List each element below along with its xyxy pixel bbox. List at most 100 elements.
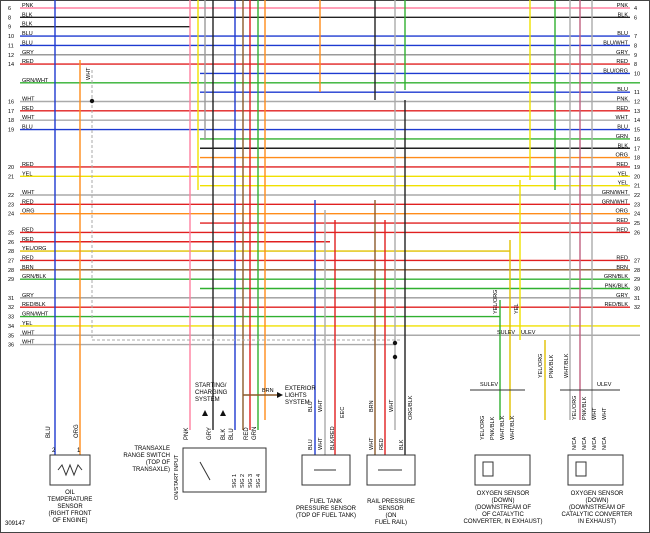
fuel-w5: WHT — [318, 399, 324, 412]
wire-number-left: 14 — [8, 62, 14, 68]
wire-number-right: 9 — [634, 53, 637, 59]
o2b-label-1: OXYGEN SENSOR — [571, 491, 624, 497]
wire-number-right: 4 — [634, 6, 637, 12]
wire-label-left: WHT — [22, 97, 35, 103]
trs-label-1: TRANSAXLE — [134, 446, 170, 452]
wire-number-right: 15 — [634, 128, 640, 134]
wire-label-right: PNK — [617, 3, 629, 9]
mid-yelorg: YEL/ORG — [493, 290, 499, 314]
wire-number-right: 18 — [634, 156, 640, 162]
wire-label-left: RED — [22, 237, 34, 243]
wire-number-left: 6 — [8, 6, 11, 12]
wire-label-right: BLU — [617, 125, 628, 131]
wire-label-right: GRN/WHT — [602, 199, 629, 205]
wire-label-left: PNK — [22, 3, 34, 9]
wire-number-left: 16 — [8, 100, 14, 106]
wire-number-left: 10 — [8, 34, 14, 40]
o2a-w1: YEL/ORG — [480, 416, 486, 440]
mid-whtblk: WHT/BLK — [564, 353, 570, 378]
fuel-label-3: (TOP OF FUEL TANK) — [296, 513, 356, 519]
fuel-label-2: PRESSURE SENSOR — [296, 506, 357, 512]
fuel-box — [301, 454, 351, 486]
junction-dot — [89, 98, 95, 104]
wire-label-right: RED — [616, 59, 628, 65]
o2a-label-4: OF CATALYTIC — [482, 512, 524, 518]
oil-label-1: OIL — [65, 490, 75, 496]
wire-label-right: YEL — [618, 181, 628, 187]
trs-w6: GRN — [252, 427, 258, 440]
trs-w2: GRY — [207, 427, 213, 440]
wire-label-left: GRY — [22, 293, 34, 299]
wire-label-right: ORG — [615, 153, 628, 159]
wire-number-right: 17 — [634, 146, 640, 152]
o2b-w4: WHT — [602, 407, 608, 420]
trs-w1: PNK — [184, 428, 190, 440]
fuel-w6: EEC — [340, 407, 346, 418]
mid-wht: WHT — [86, 67, 92, 80]
wire-number-right: 8 — [634, 62, 637, 68]
wire-number-right: 24 — [634, 212, 640, 218]
wire-label-right: RED — [616, 106, 628, 112]
wire-label-left: YEL — [22, 171, 32, 177]
o2b-nca-3: N/CA — [592, 437, 598, 450]
o2b-w1: YEL/ORG — [572, 396, 578, 420]
junction-dot — [392, 340, 398, 346]
wire-label-left: RED — [22, 162, 34, 168]
o2a-label-2: (DOWN) — [492, 498, 515, 504]
exterior-wire-label: BRN — [262, 388, 274, 394]
wire-label-right: BLU/WHT — [603, 40, 628, 46]
wire-number-right: 14 — [634, 118, 640, 124]
vertical-trunks — [54, 0, 593, 455]
wire-number-left: 34 — [8, 324, 14, 330]
o2b-w3: WHT — [592, 407, 598, 420]
wire-label-right: GRN/BLK — [604, 274, 628, 280]
wire-number-right: 30 — [634, 287, 640, 293]
wire-label-right: BLU — [617, 31, 628, 37]
heater-icon — [575, 461, 587, 477]
trs-t4: SIG 3 — [248, 474, 254, 488]
trs-t5: SIG 4 — [256, 474, 262, 488]
oil-label-3: SENSOR — [57, 504, 83, 510]
wire-label-left: RED — [22, 106, 34, 112]
wire-label-right: GRY — [616, 293, 628, 299]
wire-label-left: WHT — [22, 190, 35, 196]
oil-pin2: 1 — [77, 448, 81, 454]
wire-label-right: ORG — [615, 209, 628, 215]
wire-label-right: BLK — [618, 143, 629, 149]
o2a-box — [474, 454, 531, 486]
oil-label-5: OF ENGINE) — [52, 518, 87, 524]
wire-number-right: 12 — [634, 100, 640, 106]
o2b-label-4: CATALYTIC CONVERTER — [562, 512, 634, 518]
fuel-w4: BLU — [308, 401, 314, 412]
wire-label-right: BRN — [616, 265, 628, 271]
wire-number-left: 24 — [8, 212, 14, 218]
wire-number-left: 31 — [8, 296, 14, 302]
trs-w3: BLK — [221, 429, 227, 440]
exterior-lights-system: BRN EXTERIOR LIGHTS SYSTEM — [243, 386, 316, 406]
wire-label-right: BLU/ORG — [603, 68, 628, 74]
wire-number-right: 7 — [634, 34, 637, 40]
wire-label-right: GRN/WHT — [602, 190, 629, 196]
wire-number-right: 29 — [634, 277, 640, 283]
arrow-right-icon — [277, 392, 283, 398]
mid-pnkblk: PNK/BLK — [549, 354, 555, 378]
wire-label-left: WHT — [22, 330, 35, 336]
junction-dot — [392, 354, 398, 360]
wire-number-right: 31 — [634, 296, 640, 302]
wire-number-right: 10 — [634, 71, 640, 77]
o2b-tag: ULEV — [597, 382, 612, 388]
wire-number-right: 27 — [634, 258, 640, 264]
trs-t3: SIG 2 — [240, 474, 246, 488]
wire-number-left: 33 — [8, 315, 14, 321]
wire-label-left: YEL — [22, 321, 32, 327]
wire-number-left: 29 — [8, 277, 14, 283]
fuel-w1: BLU — [308, 439, 314, 450]
o2b-nca-2: N/CA — [582, 437, 588, 450]
fuel-label-1: FUEL TANK — [310, 499, 342, 505]
oil-temp-box — [49, 454, 91, 486]
start-label-2: CHARGING — [195, 390, 228, 396]
trs-w5: RED — [244, 427, 250, 440]
wire-label-left: BLK — [22, 22, 33, 28]
